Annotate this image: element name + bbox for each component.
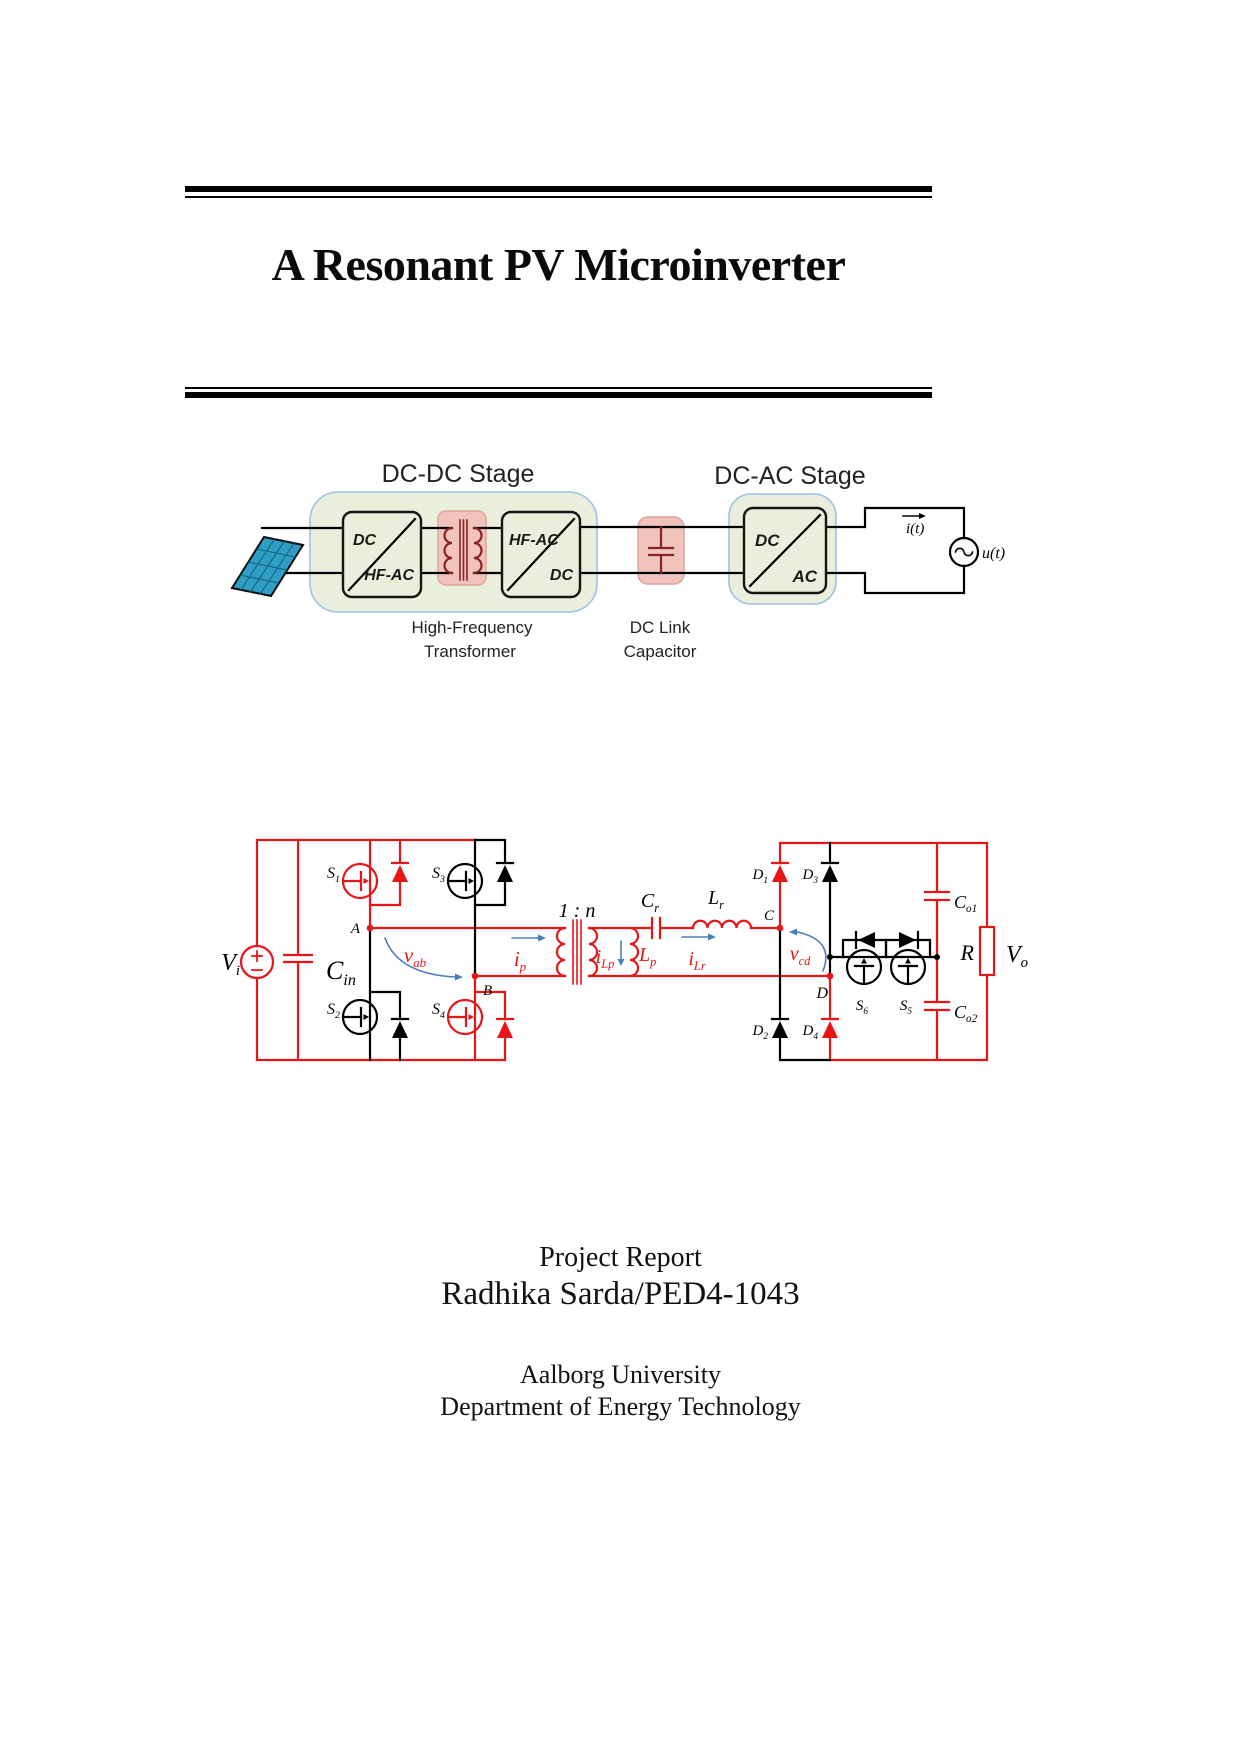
mosfet-s5-icon [889,948,927,986]
mosfet-s2-icon [341,998,379,1036]
vab-label: vab [404,943,427,970]
ilr-label: iLr [688,948,705,973]
mosfet-s1-icon [341,862,379,900]
top-rule-thick [185,186,932,192]
diode-s1-icon [390,861,410,884]
dcdc-stage-label: DC-DC Stage [382,460,535,488]
s4-label: S4 [432,1001,445,1021]
input-source-icon [239,944,275,980]
co2-label: Co2 [954,1002,978,1025]
ip-label: ip [514,947,527,974]
node-a-dot [366,924,374,932]
input-bridge-wires-black [368,838,507,1062]
converter2-hfac-dc: HF-AC DC [500,510,582,599]
transformer-caption-line2: Transformer [424,642,516,661]
converter2-top-label: HF-AC [509,532,559,549]
diode-s5-icon [897,930,920,950]
lp-label: Lp [638,944,656,969]
dc-link-capacitor-icon [647,525,675,575]
capacitor-midpoint-dot [934,954,940,960]
top-rule-thin [185,196,932,198]
dclink-caption-line2: Capacitor [624,642,697,661]
page-title: A Resonant PV Microinverter [271,239,846,290]
ilp-arrow-icon [617,940,625,966]
s6-label: S6 [856,998,869,1017]
transformer-caption-line1: High-Frequency [412,618,533,637]
r-load-label: R [960,940,975,965]
node-d-dot [826,972,834,980]
converter1-top-label: DC [353,532,377,549]
dc-link-box [637,516,685,585]
converter1-bottom-label: HF-AC [364,567,414,584]
diode-d1-icon [770,861,790,884]
ilp-label: iLp [596,946,615,971]
grid-voltage-label: u(t) [982,545,1005,562]
transformer-icon [555,919,599,985]
resonant-tank-wires [587,916,832,978]
diode-d4-icon [820,1017,840,1040]
ilr-arrow-icon [681,933,716,941]
vcd-label: vcd [790,943,811,968]
diode-d3-icon [820,861,840,884]
circuit-diagram: Vi Cin S1 S2 S3 S4 A B vab ip 1 : n iLp … [221,838,1028,1062]
mosfet-s3-icon [446,862,484,900]
node-b-dot [471,972,479,980]
grid-current-label: i(t) [906,521,924,537]
lr-label: Lr [707,887,724,912]
d2-label: D2 [752,1023,769,1042]
converter1-dc-hfac: DC HF-AC [341,510,423,599]
d1-label: D1 [752,867,769,886]
block-diagram: DC HF-AC HF-AC DC DC AC i(t) [230,460,1005,661]
ip-arrow-icon [511,934,546,942]
diode-s4-icon [495,1017,515,1040]
converter3-dc-ac: DC AC [742,506,828,595]
s5-label: S5 [900,998,913,1017]
converter3-top-label: DC [755,531,780,550]
dcac-stage-label: DC-AC Stage [714,462,865,490]
pv-panel-icon [230,535,305,598]
switch-junction-dot [827,954,833,960]
input-bridge-wires [255,838,567,1062]
report-type: Project Report [539,1242,702,1273]
s2-label: S2 [327,1001,340,1021]
turns-ratio-label: 1 : n [559,900,596,922]
diode-s6-icon [854,930,877,950]
output-wires-red [778,841,996,1062]
d4-label: D4 [802,1023,819,1042]
diode-d2-icon [770,1017,790,1040]
converter2-bottom-label: DC [550,567,574,584]
bottom-rule-thick [185,392,932,398]
vi-label: Vi [221,950,240,979]
transformer-symbol-icon [443,519,483,581]
vab-arrow-icon [384,937,463,981]
bottom-rule-thin [185,387,932,389]
vo-label: Vo [1006,942,1028,971]
author-line: Radhika Sarda/PED4-1043 [441,1276,800,1312]
mosfet-s6-icon [845,948,883,986]
node-d-label: D [815,985,828,1002]
hf-transformer-box [437,510,487,586]
cr-label: Cr [641,890,659,915]
node-b-label: B [483,983,492,999]
cin-label: Cin [326,956,356,989]
converter3-bottom-label: AC [791,567,817,586]
university: Aalborg University [520,1360,721,1389]
diode-s3-icon [495,861,515,884]
co1-label: Co1 [954,892,977,915]
s1-label: S1 [327,865,340,885]
d3-label: D3 [802,867,819,886]
grid-current-arrow-icon [902,513,926,519]
node-c-label: C [764,908,775,924]
node-c-dot [776,924,784,932]
block-wires [260,506,966,595]
ac-source-icon [948,536,980,568]
node-a-label: A [350,921,361,937]
s3-label: S3 [432,865,445,885]
vcd-arrow-icon [789,928,827,972]
department: Department of Energy Technology [440,1392,801,1421]
mosfet-s4-icon [446,998,484,1036]
diode-s2-icon [390,1017,410,1040]
dclink-caption-line1: DC Link [630,618,691,637]
